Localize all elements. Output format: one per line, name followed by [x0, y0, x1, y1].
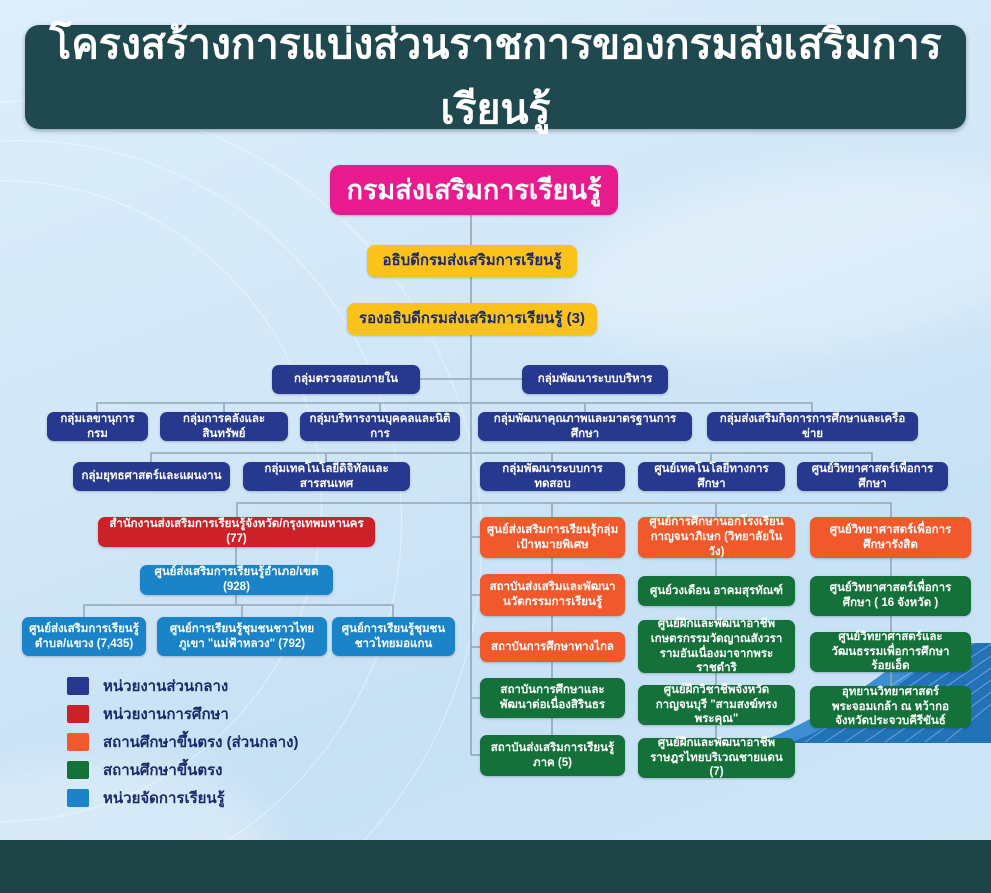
- node-provincial-science-centers: ศูนย์วิทยาศาสตร์เพื่อการศึกษา ( 16 จังหว…: [810, 576, 971, 616]
- node-regional-learning-institute: สถาบันส่งเสริมการเรียนรู้ภาค (5): [480, 735, 625, 776]
- legend-swatch-education: [67, 704, 89, 723]
- node-internal-audit-group: กลุ่มตรวจสอบภายใน: [272, 365, 420, 394]
- node-subdistrict-learning-center: ศูนย์ส่งเสริมการเรียนรู้ตำบล/แขวง (7,435…: [22, 617, 146, 656]
- node-deputy-director-general: รองอธิบดีกรมส่งเสริมการเรียนรู้ (3): [347, 303, 597, 335]
- legend-swatch-learning-unit: [67, 788, 89, 807]
- legend-label: สถานศึกษาขึ้นตรง (ส่วนกลาง): [103, 733, 299, 751]
- node-science-education-center: ศูนย์วิทยาศาสตร์เพื่อการศึกษา: [797, 462, 948, 491]
- node-department: กรมส่งเสริมการเรียนรู้: [330, 165, 618, 215]
- node-quality-standards-group: กลุ่มพัฒนาคุณภาพและมาตรฐานการศึกษา: [478, 412, 692, 441]
- node-strategy-planning-group: กลุ่มยุทธศาสตร์และแผนงาน: [73, 462, 230, 491]
- legend-swatch-central: [67, 676, 89, 695]
- node-digital-technology-group: กลุ่มเทคโนโลยีดิจิทัลและสารสนเทศ: [243, 462, 410, 491]
- legend-item: สถานศึกษาขึ้นตรง (ส่วนกลาง): [67, 728, 298, 755]
- node-border-occupation-center: ศูนย์ฝึกและพัฒนาอาชีพราษฎรไทยบริเวณชายแด…: [638, 737, 795, 778]
- legend-label: หน่วยงานการศึกษา: [103, 705, 229, 723]
- legend-label: หน่วยจัดการเรียนรู้: [103, 789, 225, 807]
- legend: หน่วยงานส่วนกลาง หน่วยงานการศึกษา สถานศึ…: [67, 672, 298, 812]
- node-agriculture-training-center: ศูนย์ฝึกและพัฒนาอาชีพเกษตรกรรมวัดญาณสังว…: [638, 618, 795, 674]
- node-sirindhorn-institute: สถาบันการศึกษาและพัฒนาต่อเนื่องสิรินธร: [480, 678, 625, 718]
- node-distance-education-institute: สถาบันการศึกษาทางไกล: [480, 632, 625, 662]
- legend-item: หน่วยงานส่วนกลาง: [67, 672, 298, 699]
- legend-label: หน่วยงานส่วนกลาง: [103, 677, 229, 695]
- node-wongduean-center: ศูนย์วงเดือน อาคมสุรทัณฑ์: [638, 576, 795, 606]
- legend-label: สถานศึกษาขึ้นตรง: [103, 761, 223, 779]
- node-moken-learning-center: ศูนย์การเรียนรู้ชุมชนชาวไทยมอแกน: [332, 617, 455, 656]
- node-kanchanaburi-vocational-center: ศูนย์ฝึกวิชาชีพจังหวัดกาญจนบุรี "สามสงฆ์…: [638, 684, 795, 725]
- node-finance-assets-group: กลุ่มการคลังและสินทรัพย์: [160, 412, 288, 441]
- node-hill-tribe-learning-center: ศูนย์การเรียนรู้ชุมชนชาวไทยภูเขา "แม่ฟ้า…: [157, 617, 327, 656]
- page-title: โครงสร้างการแบ่งส่วนราชการของกรมส่งเสริม…: [25, 21, 966, 132]
- node-provincial-learning-office: สำนักงานส่งเสริมการเรียนรู้จังหวัด/กรุงเ…: [98, 517, 375, 547]
- node-education-affairs-network-group: กลุ่มส่งเสริมกิจการการศึกษาและเครือข่าย: [707, 412, 918, 441]
- node-special-target-center: ศูนย์ส่งเสริมการเรียนรู้กลุ่มเป้าหมายพิเ…: [480, 517, 625, 558]
- legend-item: หน่วยจัดการเรียนรู้: [67, 784, 298, 811]
- node-innovation-institute: สถาบันส่งเสริมและพัฒนานวัตกรรมการเรียนรู…: [480, 574, 625, 616]
- footer-band: [0, 840, 991, 893]
- node-district-learning-center: ศูนย์ส่งเสริมการเรียนรู้อำเภอ/เขต (928): [140, 565, 333, 595]
- node-roiet-science-culture-center: ศูนย์วิทยาศาสตร์และวัฒนธรรมเพื่อการศึกษา…: [810, 631, 971, 672]
- node-rangsit-science-center: ศูนย์วิทยาศาสตร์เพื่อการศึกษารังสิต: [810, 517, 971, 558]
- node-waghor-science-park: อุทยานวิทยาศาสตร์พระจอมเกล้า ณ หว้ากอ จั…: [810, 686, 971, 728]
- node-personnel-legal-group: กลุ่มบริหารงานบุคคลและนิติการ: [300, 412, 460, 441]
- legend-item: หน่วยงานการศึกษา: [67, 700, 298, 727]
- node-admin-system-development-group: กลุ่มพัฒนาระบบบริหาร: [522, 365, 668, 394]
- node-secretariat-group: กลุ่มเลขานุการกรม: [47, 412, 148, 441]
- node-director-general: อธิบดีกรมส่งเสริมการเรียนรู้: [367, 245, 577, 277]
- legend-swatch-direct-central: [67, 732, 89, 751]
- legend-item: สถานศึกษาขึ้นตรง: [67, 756, 298, 783]
- legend-swatch-direct: [67, 760, 89, 779]
- node-education-technology-center: ศูนย์เทคโนโลยีทางการศึกษา: [638, 462, 785, 491]
- node-testing-system-group: กลุ่มพัฒนาระบบการทดสอบ: [480, 462, 625, 491]
- node-kanchanapisek-center: ศูนย์การศึกษานอกโรงเรียนกาญจนาภิเษก (วิท…: [638, 516, 795, 558]
